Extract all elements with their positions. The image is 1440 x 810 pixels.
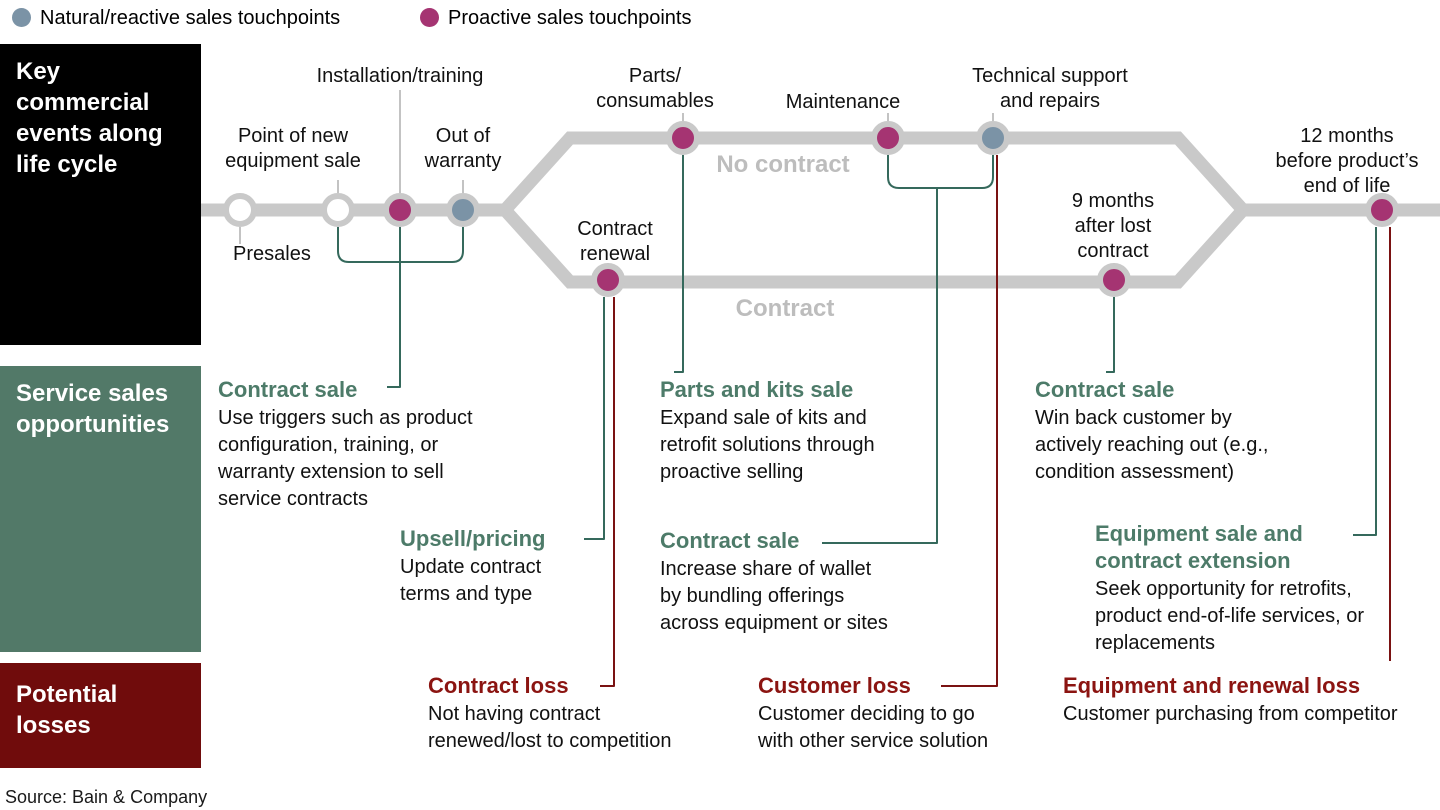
band-title-line: life cycle bbox=[16, 151, 118, 178]
connector-techsupport-to-customer-loss bbox=[941, 155, 998, 687]
connector-parts-to-parts-kits-sale bbox=[674, 155, 684, 373]
band-title-line: events along bbox=[16, 120, 163, 147]
opportunity-title: Contract sale bbox=[218, 377, 358, 402]
loss-body: Customer purchasing from competitor bbox=[1063, 703, 1398, 725]
node-new-equipment-sale bbox=[321, 193, 355, 227]
loss-title: Contract loss bbox=[428, 673, 569, 698]
node-label-out-of-warranty: Out of warranty bbox=[425, 124, 502, 174]
legend: Natural/reactive sales touchpoints Proac… bbox=[0, 0, 1440, 34]
node-presales bbox=[223, 193, 257, 227]
node-label-installation: Installation/training bbox=[317, 64, 484, 89]
loss-title: Equipment and renewal loss bbox=[1063, 673, 1361, 698]
loss-block-equipment-renewal-loss: Equipment and renewal loss Customer purc… bbox=[1063, 672, 1440, 728]
opportunity-title: Parts and kits sale bbox=[660, 377, 854, 402]
node-label-twelve-months: 12 months before product’s end of life bbox=[1275, 124, 1418, 199]
node-out-of-warranty bbox=[446, 193, 480, 227]
node-label-new-equipment: Point of new equipment sale bbox=[225, 124, 361, 174]
connector-renewal-to-upsell bbox=[584, 297, 605, 540]
label-line: Contract bbox=[577, 218, 653, 240]
label-line: 9 months bbox=[1071, 190, 1155, 212]
band-title-line: Service sales bbox=[16, 380, 169, 407]
band-title-line: losses bbox=[16, 712, 91, 739]
opportunity-block-contract-sale-winback: Contract sale Win back customer by activ… bbox=[1035, 376, 1287, 486]
label-line: warranty bbox=[424, 150, 502, 172]
opportunity-block-upsell-pricing: Upsell/pricing Update contract terms and… bbox=[400, 525, 575, 608]
opportunity-body: Use triggers such as product configurati… bbox=[218, 407, 473, 510]
connector-twelve-months-to-equipment-sale bbox=[1353, 227, 1377, 536]
connector-installation-to-contract-sale-1 bbox=[387, 227, 401, 388]
label-line: Point of new bbox=[237, 125, 349, 147]
label-line: consumables bbox=[596, 90, 714, 112]
opportunity-title: Contract sale bbox=[660, 528, 800, 553]
source-note: Source: Bain & Company bbox=[5, 787, 208, 807]
node-parts-consumables bbox=[666, 121, 700, 155]
track-lower-branch bbox=[500, 205, 1248, 289]
opportunity-block-contract-sale-bundling: Contract sale Increase share of wallet b… bbox=[660, 527, 895, 637]
node-label-maintenance: Maintenance bbox=[786, 90, 901, 115]
loss-title: Customer loss bbox=[758, 673, 911, 698]
node-label-contract-renewal: Contract renewal bbox=[577, 217, 653, 267]
band-key-commercial-events: Key commercial events along life cycle bbox=[0, 44, 201, 345]
loss-body: Not having contract renewed/lost to comp… bbox=[428, 703, 672, 752]
label-line: Presales bbox=[233, 243, 311, 265]
band-title-line: opportunities bbox=[16, 411, 170, 438]
natural-touchpoint-dot-icon bbox=[12, 8, 31, 27]
opportunity-title: Equipment sale and contract extension bbox=[1095, 521, 1303, 573]
opportunity-body: Update contract terms and type bbox=[400, 556, 542, 605]
opportunity-body: Increase share of wallet by bundling off… bbox=[660, 558, 888, 634]
band-title-line: Key bbox=[16, 58, 61, 85]
label-line: 12 months bbox=[1300, 125, 1394, 147]
label-line: before product’s bbox=[1275, 150, 1419, 172]
connector-stem-to-contract-sale-bundling bbox=[822, 188, 938, 544]
label-line: renewal bbox=[579, 243, 651, 265]
label-line: and repairs bbox=[999, 90, 1101, 112]
band-service-sales-opportunities: Service sales opportunities bbox=[0, 366, 201, 652]
node-maintenance bbox=[871, 121, 905, 155]
node-twelve-months-before-eol bbox=[1365, 193, 1399, 227]
connector-bracket-maintenance-techsupport bbox=[887, 155, 994, 189]
loss-block-contract-loss: Contract loss Not having contract renewe… bbox=[428, 672, 698, 755]
label-line: Installation/training bbox=[316, 65, 484, 87]
label-line: equipment sale bbox=[225, 150, 361, 172]
node-label-tech-support: Technical support and repairs bbox=[972, 64, 1128, 114]
node-label-parts: Parts/ consumables bbox=[596, 64, 714, 114]
opportunity-body: Expand sale of kits and retrofit solutio… bbox=[660, 407, 875, 483]
loss-body: Customer deciding to go with other servi… bbox=[758, 703, 989, 752]
label-line: after lost bbox=[1074, 215, 1152, 237]
loss-block-customer-loss: Customer loss Customer deciding to go wi… bbox=[758, 672, 1003, 755]
opportunity-body: Win back customer by actively reaching o… bbox=[1035, 407, 1269, 483]
opportunity-block-equipment-sale-extension: Equipment sale and contract extension Se… bbox=[1095, 520, 1380, 657]
node-nine-months-after-lost-contract bbox=[1097, 263, 1131, 297]
band-title-opportunities: Service sales opportunities bbox=[16, 378, 169, 440]
branch-label-contract: Contract bbox=[735, 295, 835, 322]
label-line: Out of bbox=[435, 125, 491, 147]
label-line: contract bbox=[1077, 240, 1149, 262]
opportunity-body: Seek opportunity for retrofits, product … bbox=[1095, 578, 1365, 654]
opportunity-title: Upsell/pricing bbox=[400, 526, 546, 551]
opportunity-title: Contract sale bbox=[1035, 377, 1175, 402]
node-contract-renewal bbox=[591, 263, 625, 297]
branch-label-no-contract: No contract bbox=[716, 151, 850, 178]
opportunity-block-parts-kits-sale: Parts and kits sale Expand sale of kits … bbox=[660, 376, 900, 486]
legend-label-proactive: Proactive sales touchpoints bbox=[448, 7, 692, 29]
label-line: end of life bbox=[1303, 175, 1391, 197]
opportunity-block-contract-sale-triggers: Contract sale Use triggers such as produ… bbox=[218, 376, 496, 513]
label-line: Parts/ bbox=[628, 65, 682, 87]
node-installation-training bbox=[383, 193, 417, 227]
band-title-line: Potential bbox=[16, 681, 118, 708]
band-title-events: Key commercial events along life cycle bbox=[16, 56, 163, 180]
connector-nine-months-to-contract-sale-winback bbox=[1106, 297, 1115, 373]
label-line: Technical support bbox=[972, 65, 1128, 87]
proactive-touchpoint-dot-icon bbox=[420, 8, 439, 27]
node-technical-support bbox=[976, 121, 1010, 155]
band-title-losses: Potential losses bbox=[16, 679, 117, 741]
node-label-presales: Presales bbox=[233, 242, 311, 267]
legend-label-natural: Natural/reactive sales touchpoints bbox=[40, 7, 341, 29]
label-line: Maintenance bbox=[785, 91, 901, 113]
band-potential-losses: Potential losses bbox=[0, 663, 201, 768]
node-label-nine-months: 9 months after lost contract bbox=[1072, 189, 1154, 264]
connector-renewal-to-contract-loss bbox=[600, 297, 615, 687]
band-title-line: commercial bbox=[16, 89, 150, 116]
